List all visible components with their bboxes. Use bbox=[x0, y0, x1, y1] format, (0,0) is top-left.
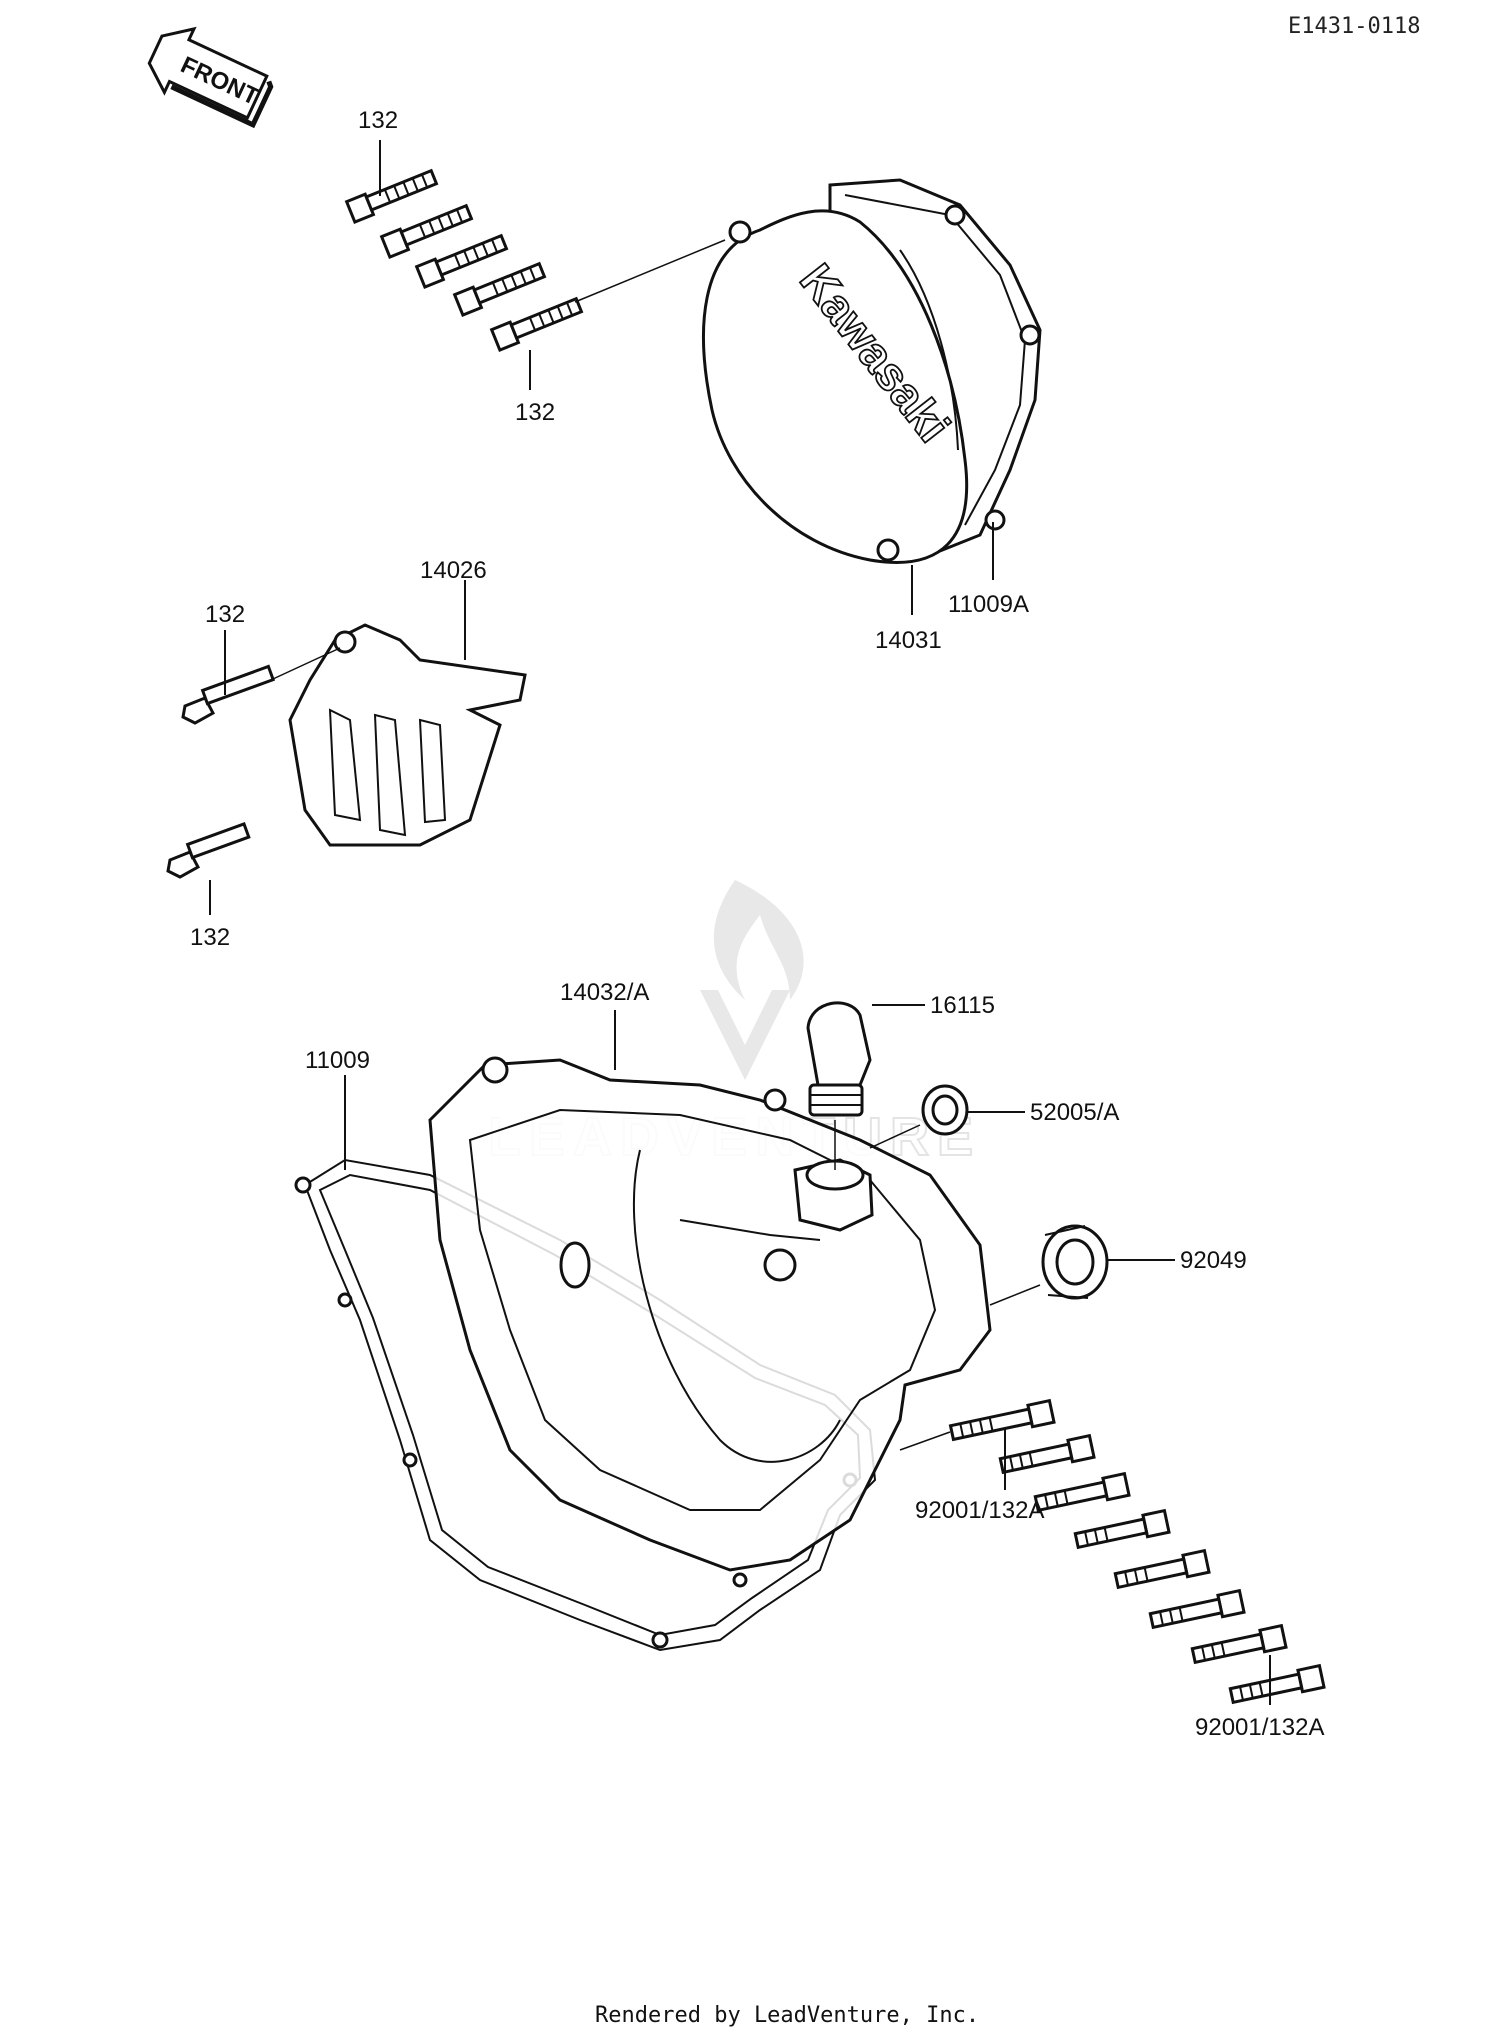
label-52005a: 52005/A bbox=[1030, 1099, 1119, 1126]
label-132-sprocket: 132 bbox=[205, 601, 245, 628]
bearing bbox=[989, 1224, 1175, 1306]
clutch-inner-cover bbox=[428, 1010, 992, 1572]
clutch-outer-cover: Kawasaki bbox=[702, 178, 1042, 615]
label-132-top: 132 bbox=[358, 107, 398, 134]
label-14031: 14031 bbox=[875, 627, 942, 654]
lower-bolts bbox=[899, 1398, 1326, 1705]
label-16115: 16115 bbox=[930, 992, 995, 1019]
top-bolts bbox=[344, 140, 726, 390]
label-14026: 14026 bbox=[420, 557, 487, 584]
front-arrow-icon: FRONT bbox=[147, 26, 274, 129]
footer-credit: Rendered by LeadVenture, Inc. bbox=[595, 2003, 979, 2028]
label-14032a: 14032/A bbox=[560, 979, 649, 1006]
oil-filler-plug bbox=[806, 1001, 925, 1170]
oil-seal bbox=[869, 1084, 1025, 1149]
label-92001-132a-upper: 92001/132A bbox=[915, 1497, 1044, 1524]
label-132-top-lower: 132 bbox=[515, 399, 555, 426]
label-92049: 92049 bbox=[1180, 1247, 1247, 1274]
sprocket-cover bbox=[166, 580, 527, 915]
label-11009: 11009 bbox=[305, 1047, 370, 1074]
label-132-sprocket-lower: 132 bbox=[190, 924, 230, 951]
label-92001-132a-lower: 92001/132A bbox=[1195, 1714, 1324, 1741]
label-11009a: 11009A bbox=[948, 591, 1029, 618]
diagram-reference: E1431-0118 bbox=[1288, 14, 1420, 39]
